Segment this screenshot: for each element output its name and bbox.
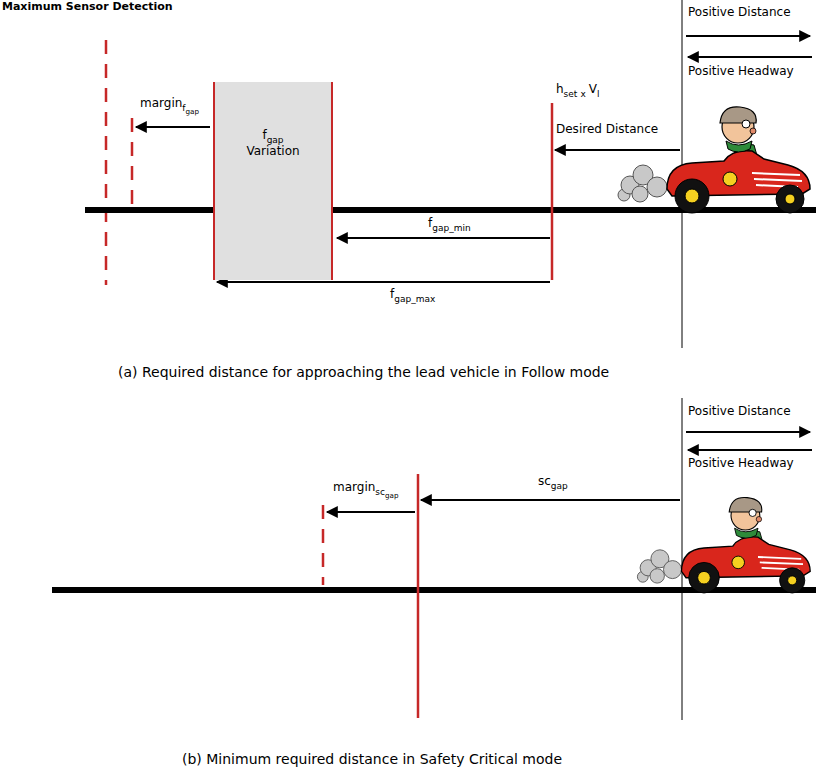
label-text: Positive Headway xyxy=(688,456,794,470)
label: sc xyxy=(538,474,551,488)
subscript: gap xyxy=(551,481,568,492)
subscript: gap_min xyxy=(432,223,470,234)
margin-limit-line xyxy=(322,505,325,585)
label: Positive Distance xyxy=(688,404,791,418)
label: Maximum Sensor Detection xyxy=(2,0,173,13)
distance-arrow xyxy=(337,237,550,239)
label-text: Positive Headway xyxy=(688,64,794,78)
label: Positive Distance xyxy=(688,5,791,19)
subscript: sc xyxy=(375,487,385,498)
label-text: fgap_max xyxy=(390,287,435,301)
reference-line xyxy=(682,398,683,720)
direction-arrow xyxy=(686,35,810,37)
margin-arrow xyxy=(136,126,210,128)
node-label: Variation xyxy=(246,144,299,160)
label: Positive Headway xyxy=(688,456,794,470)
direction-arrow xyxy=(688,449,812,451)
label-text: Positive Distance xyxy=(688,404,791,418)
label: Desired Distance xyxy=(556,122,658,136)
text-line: Variation xyxy=(215,144,331,160)
desired-distance-line xyxy=(551,103,554,280)
label: f xyxy=(390,287,394,301)
label: (a) Required distance for approaching th… xyxy=(118,364,609,381)
label-text: scgap xyxy=(538,474,568,488)
label: V xyxy=(589,82,597,96)
car-illustration xyxy=(637,497,810,593)
text-line: fgap xyxy=(215,128,331,144)
label-text: marginfgap xyxy=(140,96,199,110)
subscript: l xyxy=(597,89,600,100)
label-text: (b) Minimum required distance in Safety … xyxy=(182,751,562,768)
node-label: f xyxy=(262,128,266,144)
label-text: Positive Distance xyxy=(688,5,791,19)
variation-band: fgapVariation xyxy=(213,82,333,280)
subscript: gap xyxy=(186,108,200,117)
label: Positive Headway xyxy=(688,64,794,78)
label-text: marginscgap xyxy=(333,480,399,494)
label: (b) Minimum required distance in Safety … xyxy=(182,751,562,768)
direction-arrow xyxy=(686,431,810,433)
sensor-limit-line xyxy=(105,40,108,285)
distance-arrow xyxy=(217,281,550,283)
label-text: Maximum Sensor Detection xyxy=(2,0,173,13)
label-text: hsetxVl xyxy=(556,82,599,96)
label: f xyxy=(428,216,432,230)
label: margin xyxy=(140,96,182,110)
label-text: fgap_min xyxy=(428,216,471,230)
subscript: gap_max xyxy=(394,294,435,305)
label-text: Desired Distance xyxy=(556,122,658,136)
label-text: (a) Required distance for approaching th… xyxy=(118,364,609,381)
safety-gap-line xyxy=(417,474,420,718)
label: h xyxy=(556,82,564,96)
margin-arrow xyxy=(327,511,415,513)
direction-arrow xyxy=(688,56,812,58)
subscript: x xyxy=(580,89,585,100)
subscript: set xyxy=(564,89,578,100)
node-text: fgapVariation xyxy=(215,128,331,159)
distance-arrow xyxy=(555,149,680,151)
road xyxy=(85,207,816,213)
subscript: f xyxy=(182,103,185,114)
margin-limit-line xyxy=(131,118,134,205)
label: margin xyxy=(333,480,375,494)
subscript: gap xyxy=(385,492,399,501)
distance-arrow xyxy=(421,499,680,501)
